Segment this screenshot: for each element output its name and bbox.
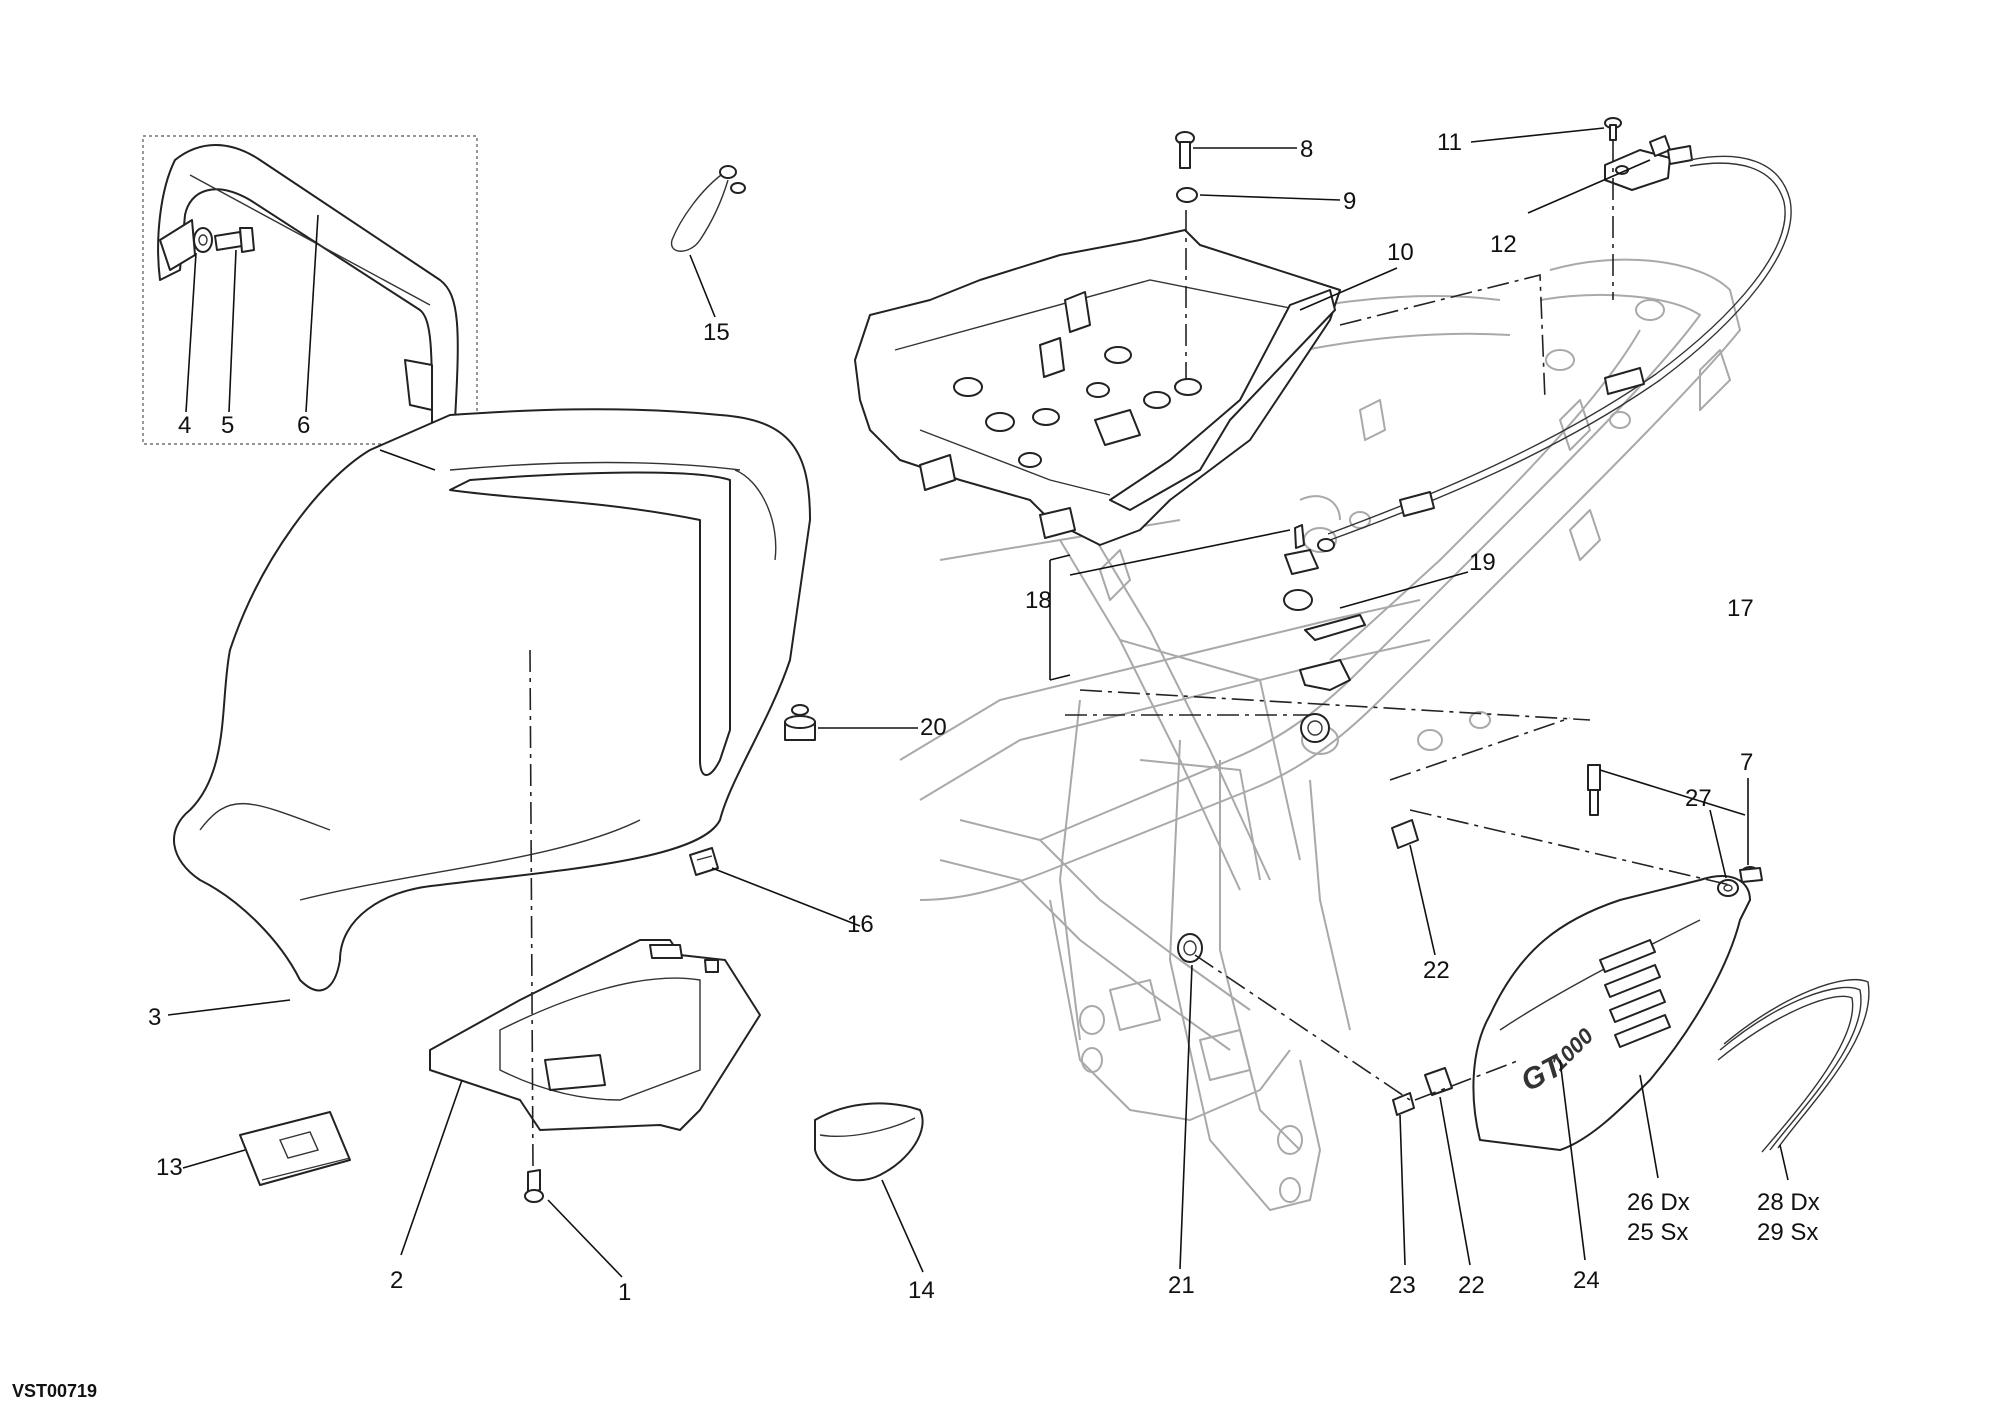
- assembly-lines: [529, 140, 1731, 1171]
- seat: [173, 408, 811, 992]
- callout-29-sx: 29 Sx: [1757, 1219, 1818, 1246]
- seat-release-cable: [1317, 155, 1792, 552]
- callout-19: 19: [1469, 549, 1496, 576]
- inset-box: [142, 135, 478, 445]
- callout-6: 6: [297, 412, 310, 439]
- screw-7: [1739, 866, 1763, 883]
- washer-4: [193, 227, 213, 253]
- rivet-17: [1587, 764, 1601, 816]
- callout-24: 24: [1573, 1267, 1600, 1294]
- callout-9: 9: [1343, 188, 1356, 215]
- clip-22-lower: [1424, 1067, 1453, 1096]
- side-cover: GT 1000: [1472, 875, 1751, 1151]
- lock-assembly: [1283, 524, 1366, 743]
- callout-25-sx: 25 Sx: [1627, 1219, 1688, 1246]
- bracket-18: [1049, 554, 1071, 681]
- callout-13: 13: [156, 1154, 183, 1181]
- document-13: [239, 1111, 351, 1186]
- screw-1: [524, 1169, 544, 1203]
- pin-23: [1392, 1092, 1415, 1116]
- callout-3: 3: [148, 1004, 161, 1031]
- callout-14: 14: [908, 1277, 935, 1304]
- callout-4: 4: [178, 412, 191, 439]
- pad-14: [814, 1102, 924, 1182]
- callout-12: 12: [1490, 231, 1517, 258]
- callout-2: 2: [390, 1267, 403, 1294]
- rear-subframe: [899, 258, 1741, 1211]
- callout-15: 15: [703, 319, 730, 346]
- callout-23: 23: [1389, 1272, 1416, 1299]
- callout-28-dx: 28 Dx: [1757, 1189, 1820, 1216]
- clip-22-upper: [1391, 819, 1419, 849]
- callout-8: 8: [1300, 136, 1313, 163]
- washer-9: [1176, 187, 1198, 203]
- lock-bracket: [1604, 135, 1693, 191]
- callout-26-dx: 26 Dx: [1627, 1189, 1690, 1216]
- bolt-8: [1175, 131, 1195, 169]
- callout-22-lower: 22: [1458, 1272, 1485, 1299]
- callout-7: 7: [1740, 749, 1753, 776]
- edge-trim: [1717, 978, 1870, 1153]
- callout-numbers: 1 2 3 4 5 6 7 8 9 10 11 12 13 14 15 16 1…: [148, 129, 1820, 1306]
- grab-rail: [157, 144, 459, 426]
- callout-18: 18: [1025, 587, 1052, 614]
- callout-5: 5: [221, 412, 234, 439]
- callout-22-upper: 22: [1423, 957, 1450, 984]
- leader-lines: [167, 127, 1789, 1278]
- rubber-buffer-20: [784, 704, 816, 741]
- callout-11: 11: [1437, 129, 1462, 156]
- callout-17: 17: [1727, 595, 1754, 622]
- callout-20: 20: [920, 714, 947, 741]
- callout-16: 16: [847, 911, 874, 938]
- screw-5: [214, 227, 255, 253]
- callout-27: 27: [1685, 785, 1712, 812]
- screw-11: [1604, 117, 1622, 141]
- seat-undertray: [429, 939, 761, 1131]
- callout-21: 21: [1168, 1272, 1195, 1299]
- callout-10: 10: [1387, 239, 1414, 266]
- cable-lanyard-15: [670, 165, 746, 252]
- drawing-code: VST00719: [12, 1381, 97, 1401]
- clip-16: [689, 847, 719, 876]
- battery-tray: [854, 229, 1341, 546]
- callout-1: 1: [618, 1279, 631, 1306]
